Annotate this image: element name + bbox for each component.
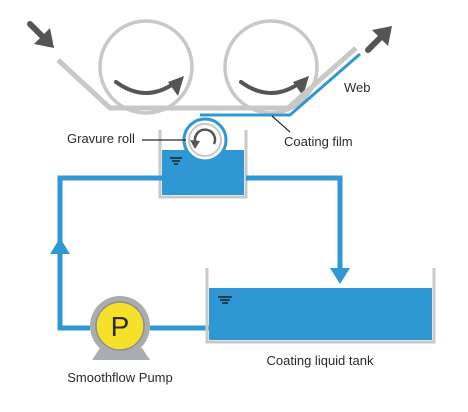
tank-label: Coating liquid tank [267,353,374,368]
flow-up-arrow-icon [50,238,70,254]
pump-symbol-label: P [111,311,130,342]
flow-down-arrow-icon [330,268,350,284]
pan-level-icon [170,157,182,165]
left-roll-rotation-arrow-icon [114,80,178,95]
left-backup-roll [98,19,194,115]
smoothflow-pump: P [90,296,150,360]
gravure-rotation-arrow-icon [193,128,217,145]
coating-film-line [200,52,361,117]
web-label: Web [344,80,371,95]
gravure-roll [182,117,228,163]
pump-face [95,301,145,351]
right-roll-rotation-arrow-icon [239,80,303,95]
web-line [56,46,358,111]
coating-liquid-tank [205,268,436,344]
coating-film-label: Coating film [284,134,353,149]
supply-piping [50,175,350,331]
gravure-roll-label: Gravure roll [67,131,135,146]
web-inlet-arrow-icon [27,21,54,48]
right-backup-roll [223,19,319,115]
pump-label: Smoothflow Pump [67,370,173,385]
coating-film-leader-line [271,115,291,133]
web-outlet-arrow-icon [365,26,392,53]
tank-level-icon [218,296,232,304]
